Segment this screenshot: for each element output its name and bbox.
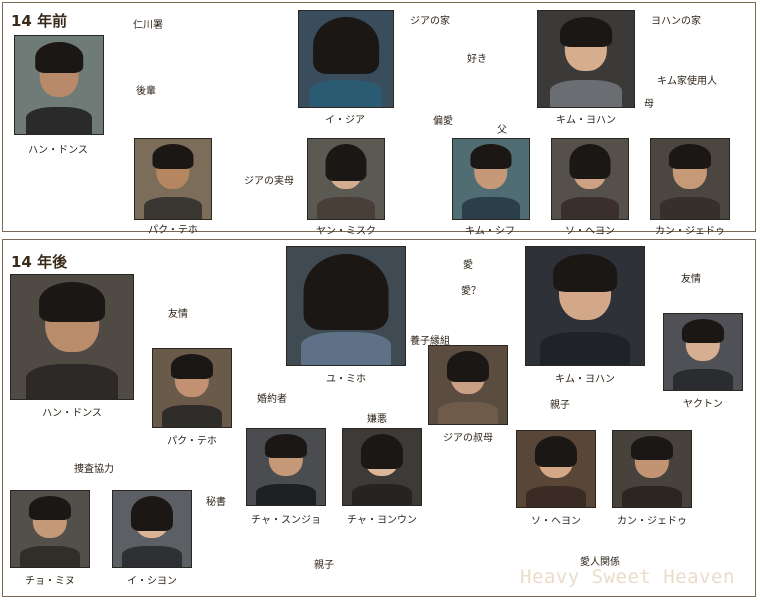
past-header: 14 年前	[11, 12, 68, 30]
label-incheon-station: 仁川署	[133, 20, 163, 31]
name-han-dongsu: ハン・ドンス	[42, 408, 102, 419]
label-hatred: 嫌悪	[367, 414, 387, 425]
name-so-heyon: ソ・ヘヨン	[531, 516, 581, 527]
label-friendship-2: 友情	[681, 274, 701, 285]
name-cha-yonun: チャ・ヨンウン	[347, 515, 417, 526]
name-lee-shiyon: イ・シヨン	[127, 576, 177, 587]
portrait-han-dongsu-past	[14, 35, 104, 135]
label-friendship-1: 友情	[168, 309, 188, 320]
label-favoritism: 偏愛	[433, 116, 453, 127]
portrait-cha-sunjo	[246, 428, 326, 506]
portrait-lee-jia	[298, 10, 394, 108]
name-kan-jedu: カン・ジェドゥ	[617, 516, 687, 527]
label-kim-servant: キム家使用人	[657, 76, 717, 87]
name-yu-miho: ユ・ミホ	[326, 374, 366, 385]
label-junior: 後輩	[136, 86, 156, 97]
name-park-teho-past: パク・テホ	[148, 225, 198, 236]
portrait-park-teho	[152, 348, 232, 428]
label-mother: 母	[644, 99, 654, 110]
name-kim-yohan: キム・ヨハン	[555, 374, 615, 385]
portrait-so-heyon-past	[551, 138, 629, 220]
label-adoption: 養子縁組	[410, 336, 450, 347]
label-parent-child-1: 親子	[550, 400, 570, 411]
name-yakuton: ヤクトン	[683, 399, 723, 410]
portrait-cha-yonun	[342, 428, 422, 506]
present-header: 14 年後	[11, 253, 68, 271]
name-yang-misuku: ヤン・ミスク	[316, 226, 376, 237]
label-likes: 好き	[467, 54, 487, 65]
portrait-yang-misuku	[307, 138, 385, 220]
label-love: 愛	[463, 260, 473, 271]
portrait-kim-shifu	[452, 138, 530, 220]
label-affair: 愛人関係	[580, 557, 620, 568]
portrait-cho-minu	[10, 490, 90, 568]
portrait-kan-jedu-past	[650, 138, 730, 220]
portrait-yakuton	[663, 313, 743, 391]
label-investigation: 捜査協力	[74, 464, 114, 475]
name-kim-yohan-past: キム・ヨハン	[556, 115, 616, 126]
portrait-kim-yohan-past	[537, 10, 635, 108]
label-jia-house: ジアの家	[410, 16, 450, 27]
name-kan-jedu-past: カン・ジェドゥ	[655, 226, 725, 237]
label-fiance: 婚約者	[257, 394, 287, 405]
watermark-text: Heavy Sweet Heaven	[520, 566, 735, 588]
name-han-dongsu-past: ハン・ドンス	[28, 145, 88, 156]
label-secretary: 秘書	[206, 497, 226, 508]
name-cha-sunjo: チャ・スンジョ	[251, 515, 321, 526]
name-so-heyon-past: ソ・ヘヨン	[565, 226, 615, 237]
name-kim-shifu: キム・シフ	[465, 226, 515, 237]
portrait-jia-aunt	[428, 345, 508, 425]
portrait-park-teho-past	[134, 138, 212, 220]
name-cho-minu: チョ・ミヌ	[25, 576, 75, 587]
portrait-kan-jedu	[612, 430, 692, 508]
portrait-so-heyon	[516, 430, 596, 508]
portrait-kim-yohan	[525, 246, 645, 366]
label-jia-real-mother: ジアの実母	[244, 176, 294, 187]
label-father: 父	[497, 125, 507, 136]
label-yohan-house: ヨハンの家	[651, 16, 701, 27]
name-lee-jia: イ・ジア	[325, 115, 365, 126]
label-love-q: 愛？	[461, 286, 481, 297]
label-parent-child-2: 親子	[314, 560, 334, 571]
portrait-han-dongsu	[10, 274, 134, 400]
portrait-yu-miho	[286, 246, 406, 366]
portrait-lee-shiyon	[112, 490, 192, 568]
name-park-teho: パク・テホ	[167, 436, 217, 447]
name-jia-aunt: ジアの叔母	[443, 433, 493, 444]
